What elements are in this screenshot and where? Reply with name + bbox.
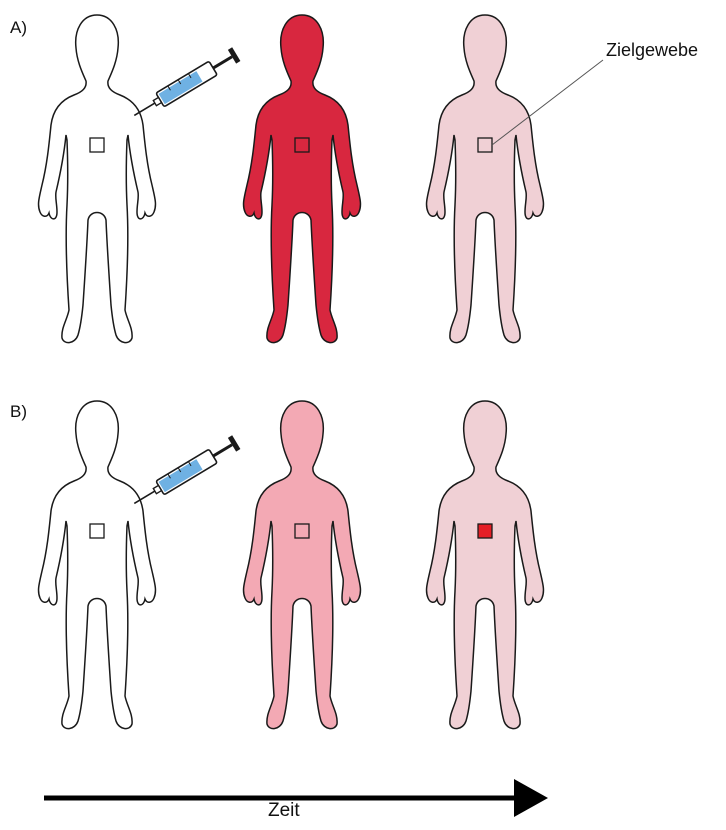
target-box-b-3 bbox=[478, 524, 492, 538]
syringe-icon bbox=[130, 47, 240, 122]
figure-a-2 bbox=[244, 15, 361, 343]
figure-b-3 bbox=[427, 401, 544, 729]
figure-a-1 bbox=[39, 15, 156, 343]
figure-b-1 bbox=[39, 401, 156, 729]
figure-b-2 bbox=[244, 401, 361, 729]
syringe-icon bbox=[130, 435, 240, 510]
figure-a-3 bbox=[427, 15, 544, 343]
time-arrow bbox=[44, 779, 548, 817]
